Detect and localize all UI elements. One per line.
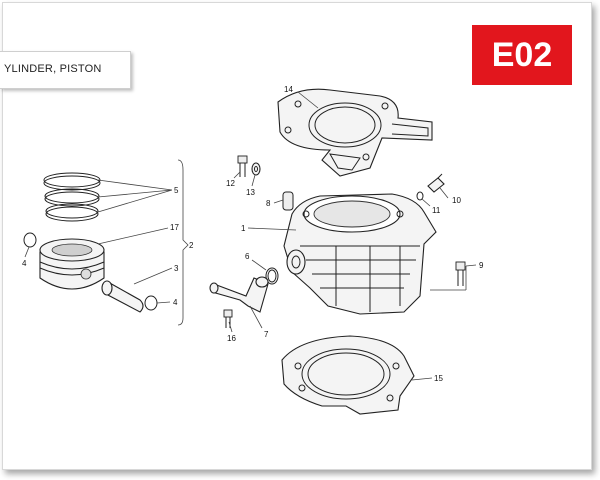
callout-9: 9 <box>479 261 484 270</box>
section-title: YLINDER, PISTON <box>4 63 102 75</box>
o-ring-6 <box>265 267 279 285</box>
piston-rings <box>43 172 101 222</box>
callout-8: 8 <box>266 199 271 208</box>
dowel-pin <box>282 191 294 211</box>
callout-2: 2 <box>189 241 194 250</box>
callout-12: 12 <box>226 179 235 188</box>
piston <box>39 238 105 290</box>
callout-labels: 14 12 13 8 1 6 7 16 10 11 9 15 5 17 2 3 … <box>22 85 484 383</box>
callout-10: 10 <box>452 196 461 205</box>
section-title-box: YLINDER, PISTON <box>0 51 131 89</box>
o-ring-11 <box>416 191 424 201</box>
callout-14: 14 <box>284 85 293 94</box>
circlip-right <box>144 295 158 311</box>
callout-13: 13 <box>246 188 255 197</box>
callout-11: 11 <box>432 206 441 215</box>
circlip-left <box>23 232 37 248</box>
callout-4-right: 4 <box>173 298 178 307</box>
section-code-badge: E02 <box>472 25 572 85</box>
callout-1: 1 <box>241 224 246 233</box>
callout-7: 7 <box>264 330 269 339</box>
bolt-12 <box>237 155 248 177</box>
base-gasket <box>281 335 415 415</box>
washer-13 <box>251 162 261 176</box>
temperature-sensor <box>427 173 445 193</box>
coolant-fitting <box>209 276 269 313</box>
head-gasket <box>277 88 433 177</box>
callout-16: 16 <box>227 334 236 343</box>
piston-pin <box>101 280 144 313</box>
bolt-16 <box>223 309 233 328</box>
cylinder-block <box>283 193 437 315</box>
callout-17: 17 <box>170 223 179 232</box>
callout-5: 5 <box>174 186 179 195</box>
callout-4-left: 4 <box>22 259 27 268</box>
callout-6: 6 <box>245 252 250 261</box>
callout-3: 3 <box>174 264 179 273</box>
leader-lines <box>24 91 477 381</box>
stud-bolt-9 <box>455 261 466 286</box>
piston-assembly-bracket <box>177 159 189 326</box>
callout-15: 15 <box>434 374 443 383</box>
